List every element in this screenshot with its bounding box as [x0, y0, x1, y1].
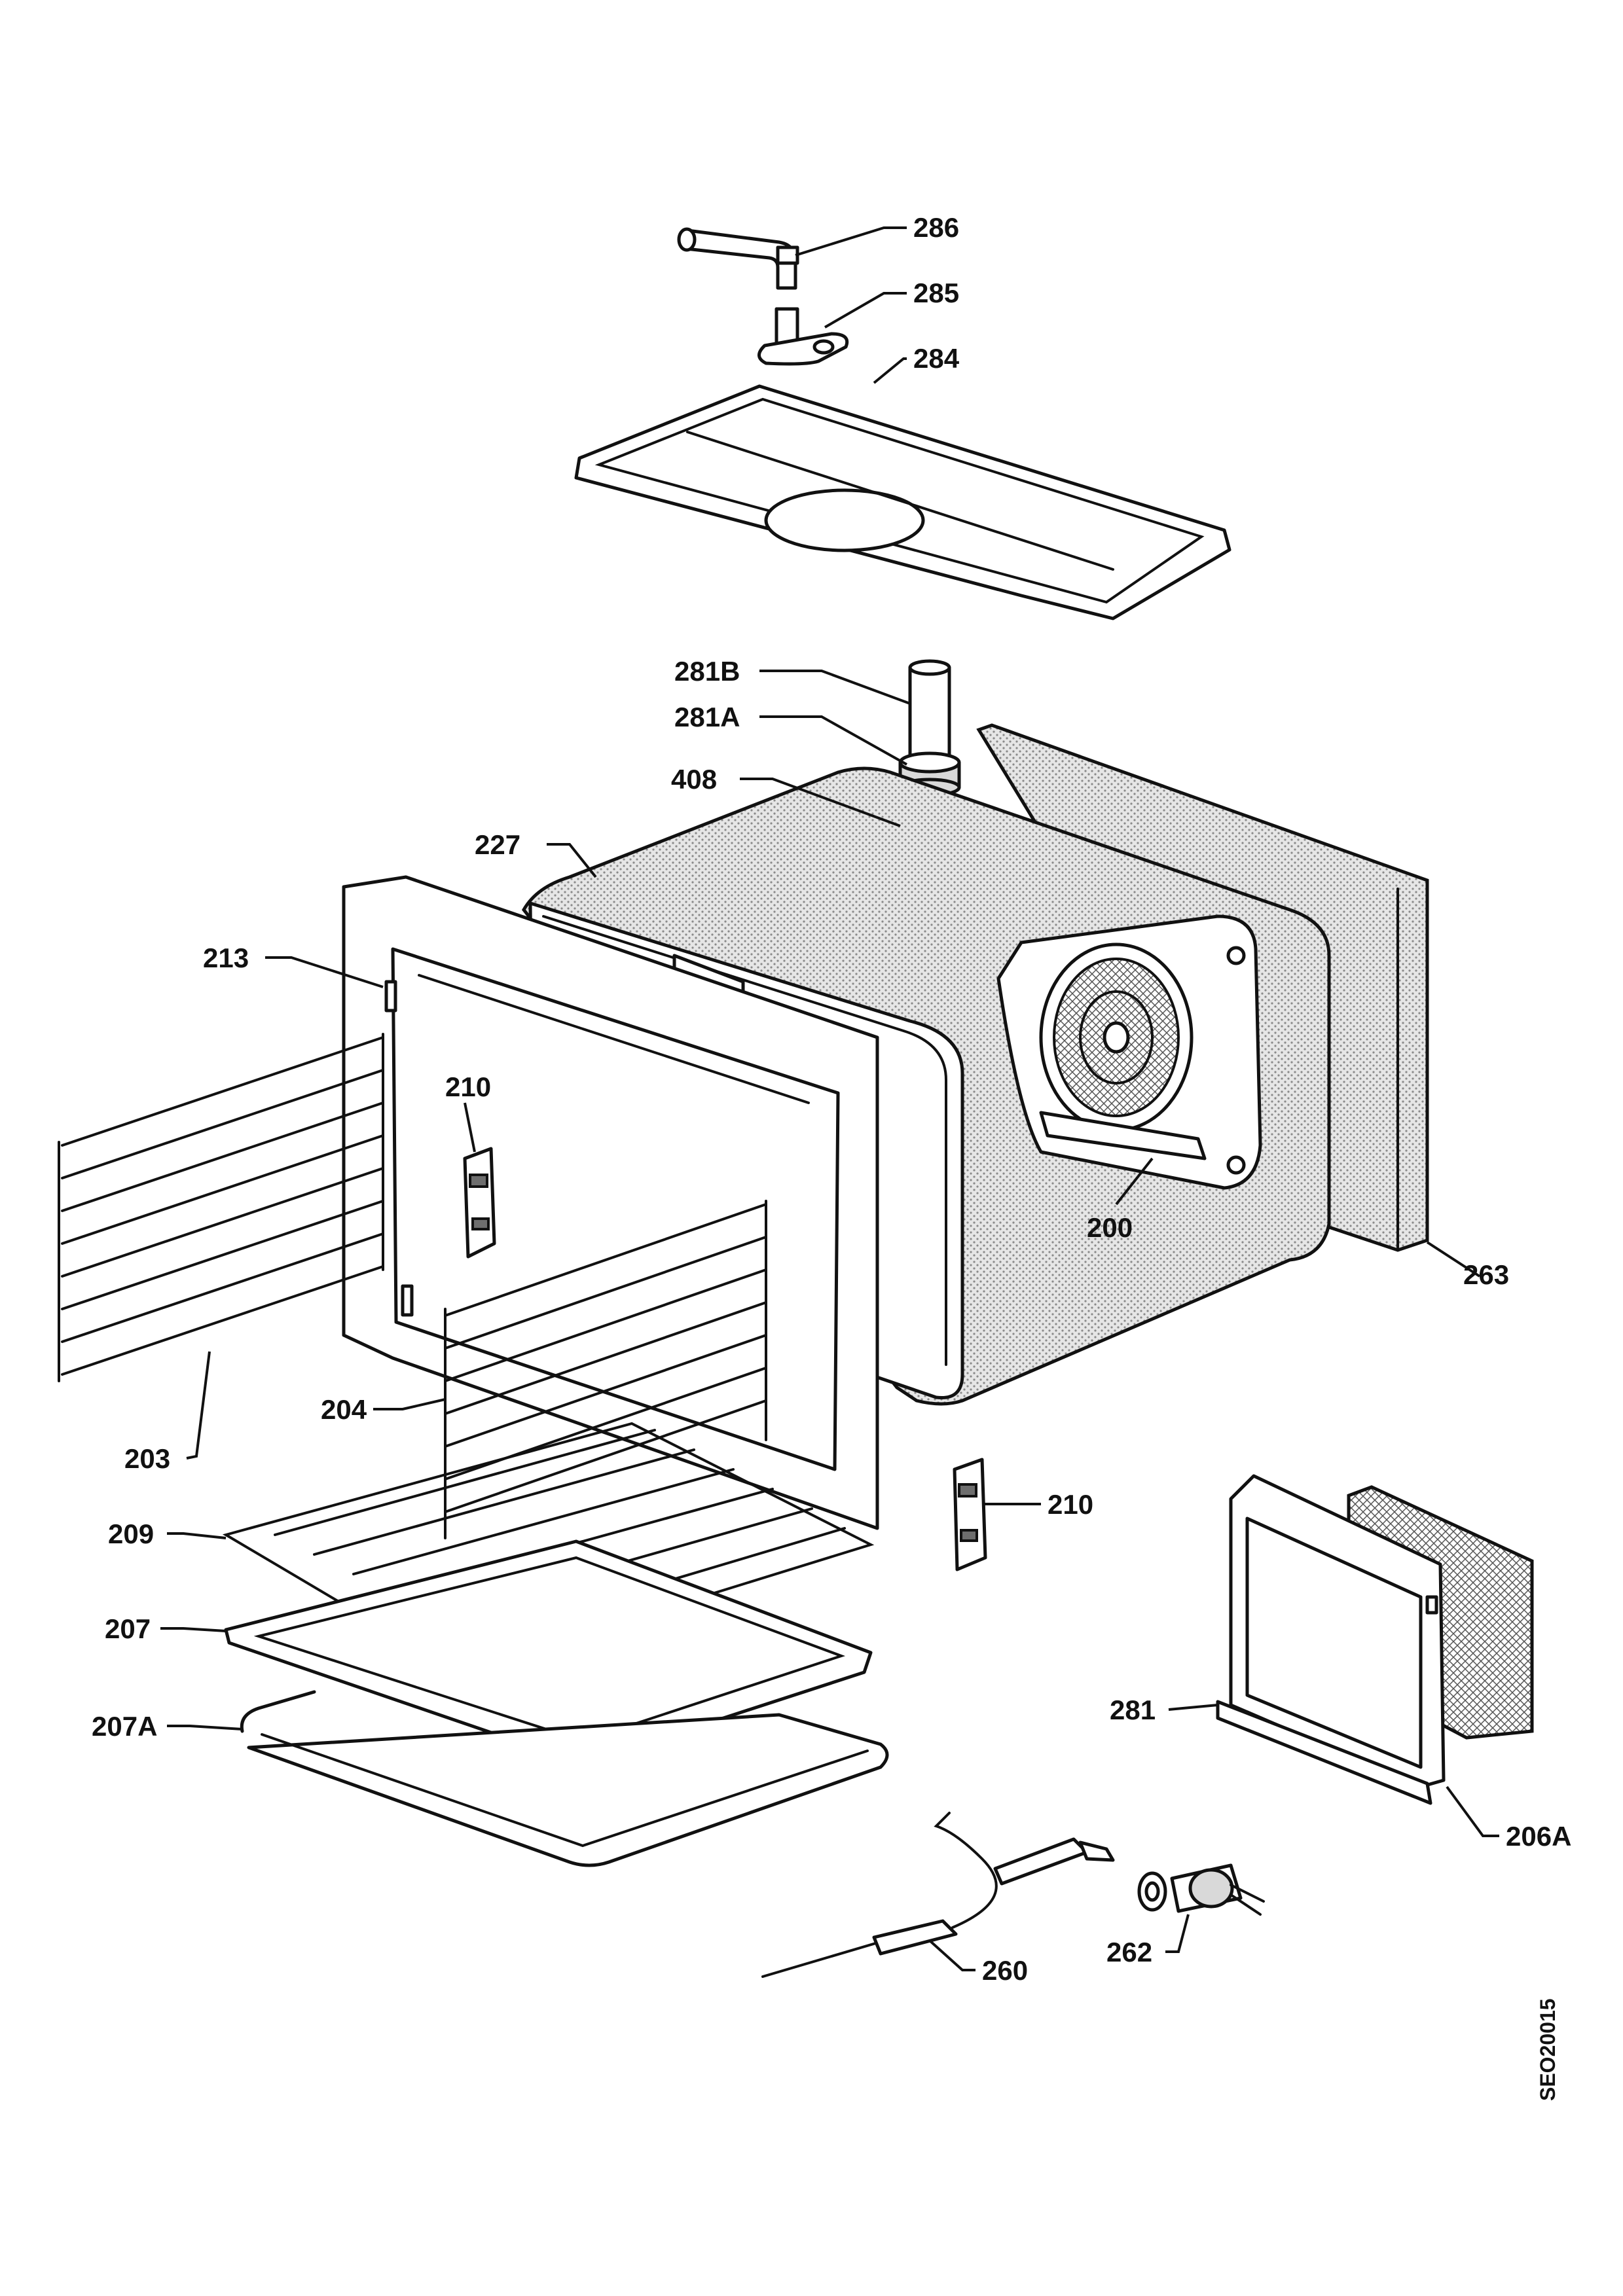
probe-socket-262	[1137, 1863, 1265, 1916]
left-shelf-runner-203	[58, 1033, 384, 1382]
meat-probe-260	[761, 1812, 1115, 1978]
callout-281A: 281A	[674, 702, 740, 732]
filter-frame-206A	[1216, 1474, 1534, 1805]
door-catch-210-lower	[953, 1458, 987, 1571]
callout-210-upper: 210	[445, 1071, 491, 1102]
callout-206A: 206A	[1506, 1821, 1571, 1852]
callout-263: 263	[1463, 1259, 1509, 1290]
callout-207: 207	[105, 1613, 151, 1644]
document-code: SEO20015	[1536, 1998, 1559, 2101]
callout-labels: 286 285 284 281B 281A 408 227 213 210 20…	[92, 212, 1571, 1986]
callout-213: 213	[203, 942, 249, 973]
callout-284: 284	[913, 343, 960, 374]
pipe-flange-285	[757, 307, 849, 366]
callout-204: 204	[321, 1394, 367, 1425]
callout-285: 285	[913, 278, 959, 308]
callout-203: 203	[124, 1443, 170, 1474]
callout-281B: 281B	[674, 656, 740, 687]
callout-262: 262	[1106, 1937, 1152, 1967]
callout-281: 281	[1110, 1695, 1156, 1725]
door-catch-210-upper	[463, 1147, 496, 1259]
callout-200: 200	[1087, 1212, 1133, 1243]
callout-227: 227	[475, 829, 520, 860]
front-frame-213	[342, 875, 879, 1530]
sleeve-281B	[908, 659, 951, 764]
callout-260: 260	[982, 1955, 1028, 1986]
callout-286: 286	[913, 212, 959, 243]
top-plate-284	[574, 384, 1231, 620]
callout-408: 408	[671, 764, 717, 795]
baking-tray-207	[224, 1539, 873, 1766]
steam-pipe-286	[677, 227, 799, 290]
callout-207A: 207A	[92, 1711, 157, 1742]
callout-209: 209	[108, 1518, 154, 1549]
leader-lines	[160, 226, 1499, 1971]
callout-210-lower: 210	[1048, 1489, 1093, 1520]
